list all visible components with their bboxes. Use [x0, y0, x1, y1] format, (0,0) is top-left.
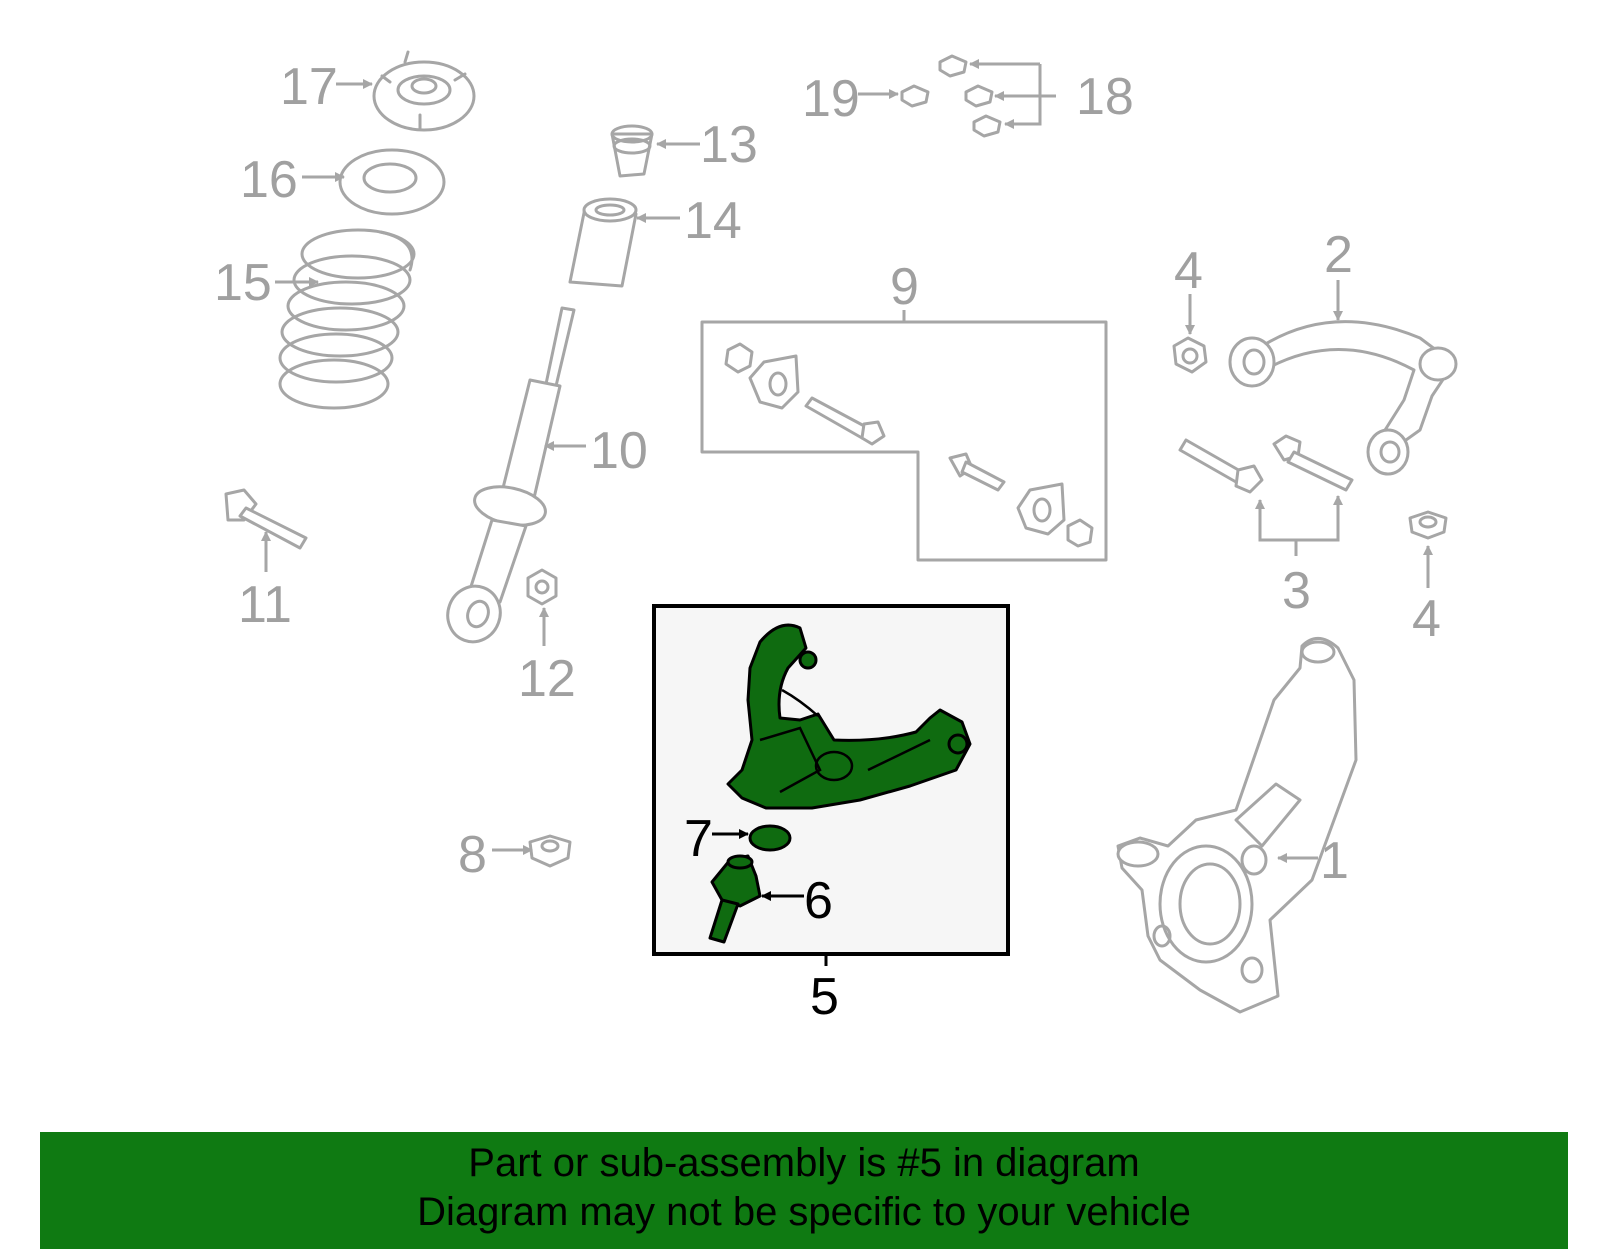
callout-14: 14 — [684, 192, 742, 250]
part-17-strut-mount — [372, 50, 476, 132]
part-15-coil-spring — [278, 228, 416, 410]
part-18-19-nuts — [900, 54, 1002, 138]
part-9-hardware-kit-box — [700, 320, 1108, 562]
part-14-dust-boot — [568, 197, 638, 288]
callout-16: 16 — [240, 151, 298, 209]
info-banner: Part or sub-assembly is #5 in diagram Di… — [40, 1132, 1568, 1249]
part-12-nut — [526, 568, 558, 606]
callout-5: 5 — [810, 968, 839, 1026]
part-16-spring-seat — [338, 148, 446, 216]
part-3-bolts — [1178, 434, 1354, 494]
part-1-steering-knuckle — [1116, 637, 1358, 1014]
part-13-bump-stop — [610, 124, 654, 178]
callout-10: 10 — [590, 422, 648, 480]
callout-3: 3 — [1282, 562, 1311, 620]
callout-2: 2 — [1324, 226, 1353, 284]
part-11-bolt — [224, 488, 308, 550]
part-7-dust-cap — [748, 824, 792, 852]
part-5-lower-control-arm — [726, 623, 972, 810]
callout-7: 7 — [684, 810, 713, 868]
callout-1: 1 — [1320, 832, 1349, 890]
part-8-nut — [528, 834, 572, 868]
callout-13: 13 — [700, 116, 758, 174]
callout-6: 6 — [804, 872, 833, 930]
callout-18: 18 — [1076, 68, 1134, 126]
callout-15: 15 — [214, 254, 272, 312]
part-4-nut-upper — [1172, 336, 1208, 374]
callout-8: 8 — [458, 826, 487, 884]
part-6-ball-joint — [708, 854, 762, 944]
callout-4-lower: 4 — [1412, 590, 1441, 648]
callout-17: 17 — [280, 58, 338, 116]
part-4-nut-lower — [1408, 510, 1448, 540]
callout-4-upper: 4 — [1174, 242, 1203, 300]
banner-line-1: Part or sub-assembly is #5 in diagram — [468, 1141, 1140, 1185]
callout-11: 11 — [238, 576, 292, 634]
part-10-shock-absorber — [446, 306, 576, 644]
callout-12: 12 — [518, 650, 576, 708]
callout-19: 19 — [802, 70, 860, 128]
banner-line-2: Diagram may not be specific to your vehi… — [417, 1190, 1191, 1234]
part-2-upper-control-arm — [1228, 320, 1458, 476]
callout-9: 9 — [890, 258, 919, 316]
